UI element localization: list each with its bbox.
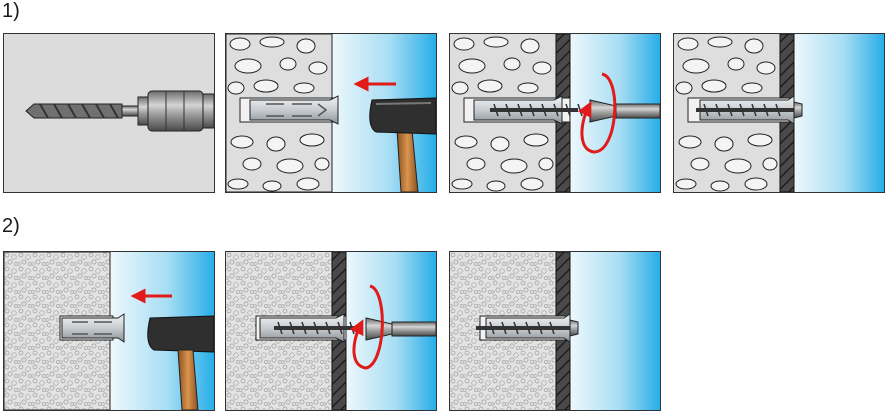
panel-drill-hole <box>3 33 215 193</box>
hammer-icon <box>369 97 436 192</box>
panel-result-masonry <box>449 251 661 411</box>
drill-icon <box>25 90 214 132</box>
panel-hammer-plug-concrete <box>225 33 437 193</box>
rotate-icon <box>577 72 617 154</box>
panel-screw-masonry <box>225 251 437 411</box>
step-1-label: 1) <box>2 0 20 22</box>
panel-result-concrete <box>673 33 885 193</box>
step-2-label: 2) <box>2 215 20 237</box>
panel-screw-concrete <box>449 33 661 193</box>
panel-hammer-plug-masonry <box>3 251 215 411</box>
plug <box>249 95 339 125</box>
